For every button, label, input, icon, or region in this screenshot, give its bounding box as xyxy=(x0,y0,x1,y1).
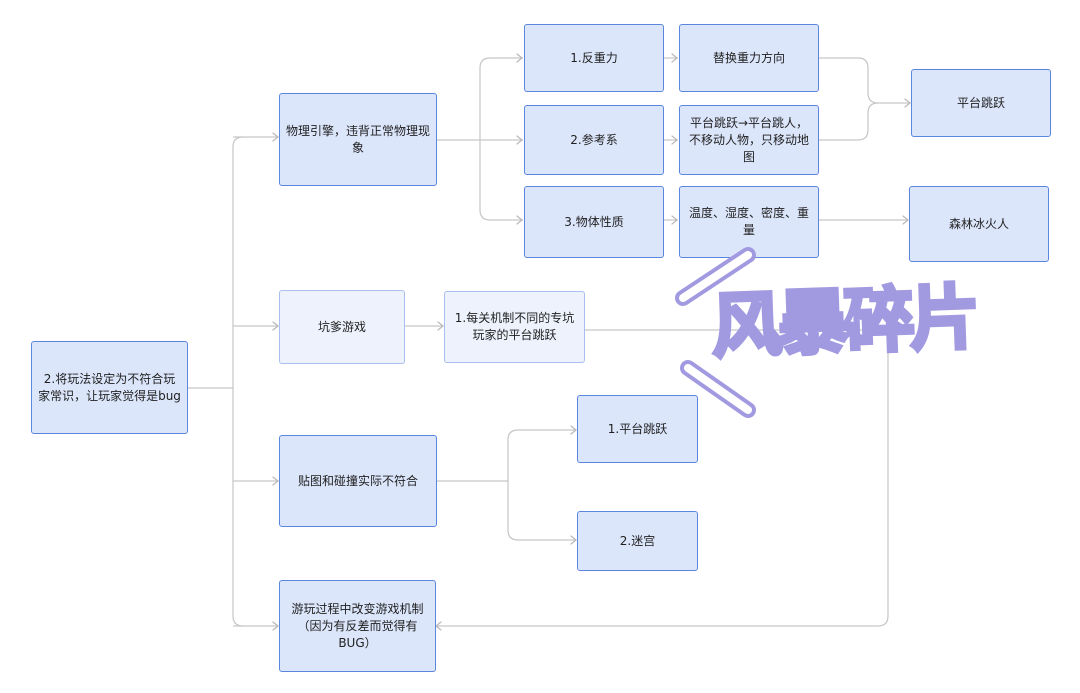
object-properties-label: 3.物体性质 xyxy=(564,214,624,229)
tc-maze-node[interactable]: 2.迷宫 xyxy=(577,511,698,571)
change-mechanics-label: 游玩过程中改变游戏机制（因为有反差而觉得有BUG） xyxy=(291,601,424,650)
root-node[interactable]: 2.将玩法设定为不符合玩家常识，让玩家觉得是bug xyxy=(31,341,188,434)
platform-jump-result-label: 平台跳跃 xyxy=(956,95,1005,110)
object-properties-node[interactable]: 3.物体性质 xyxy=(524,186,664,258)
change-mechanics-node[interactable]: 游玩过程中改变游戏机制（因为有反差而觉得有BUG） xyxy=(279,580,436,672)
reference-detail-label: 平台跳跃→平台跳人，不移动人物，只移动地图 xyxy=(688,115,809,164)
properties-detail-node[interactable]: 温度、湿度、密度、重量 xyxy=(679,186,819,258)
anti-gravity-node[interactable]: 1.反重力 xyxy=(524,24,664,92)
troll-detail-node[interactable]: 1.每关机制不同的专坑玩家的平台跳跃 xyxy=(444,291,585,363)
forest-ice-fire-node[interactable]: 森林冰火人 xyxy=(909,186,1049,262)
troll-detail-label: 1.每关机制不同的专坑玩家的平台跳跃 xyxy=(454,311,575,342)
tc-platform-jump-label: 1.平台跳跃 xyxy=(607,421,668,436)
watermark-logo: 风暴碎片 xyxy=(709,274,980,369)
troll-game-label: 坑爹游戏 xyxy=(317,319,366,334)
reference-frame-label: 2.参考系 xyxy=(570,132,618,147)
troll-game-node[interactable]: 坑爹游戏 xyxy=(279,290,405,364)
properties-detail-label: 温度、湿度、密度、重量 xyxy=(688,206,809,237)
texture-collision-label: 贴图和碰撞实际不符合 xyxy=(297,473,418,488)
root-node-label: 2.将玩法设定为不符合玩家常识，让玩家觉得是bug xyxy=(38,371,181,403)
swap-gravity-node[interactable]: 替换重力方向 xyxy=(679,24,819,92)
physics-engine-node[interactable]: 物理引擎，违背正常物理现象 xyxy=(279,93,437,186)
reference-frame-node[interactable]: 2.参考系 xyxy=(524,105,664,175)
anti-gravity-label: 1.反重力 xyxy=(570,50,618,65)
platform-jump-result-node[interactable]: 平台跳跃 xyxy=(911,69,1051,137)
swap-gravity-label: 替换重力方向 xyxy=(712,50,785,65)
tc-platform-jump-node[interactable]: 1.平台跳跃 xyxy=(577,395,698,463)
tc-maze-label: 2.迷宫 xyxy=(619,533,656,548)
texture-collision-node[interactable]: 贴图和碰撞实际不符合 xyxy=(279,435,437,527)
physics-engine-label: 物理引擎，违背正常物理现象 xyxy=(286,123,431,155)
reference-detail-node[interactable]: 平台跳跃→平台跳人，不移动人物，只移动地图 xyxy=(679,105,819,175)
forest-ice-fire-label: 森林冰火人 xyxy=(948,216,1009,231)
